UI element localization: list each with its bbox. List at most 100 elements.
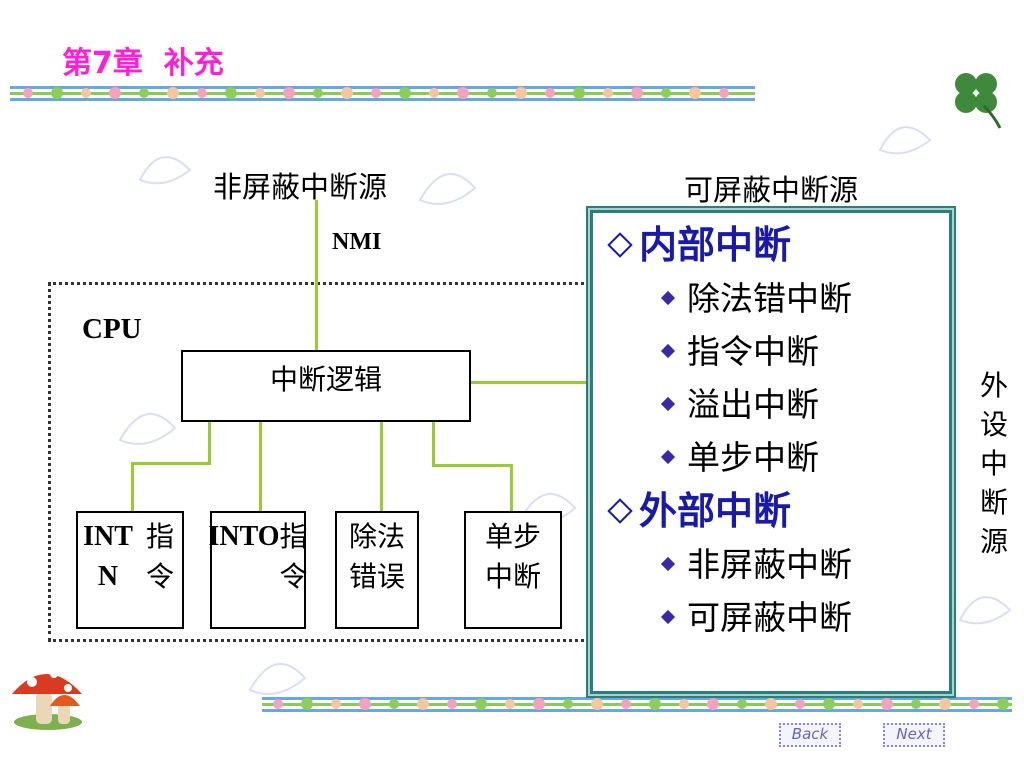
cpu-label: CPU — [82, 313, 142, 345]
ribbon-bead — [447, 699, 457, 709]
into-line1: INTO — [208, 521, 280, 552]
ribbon-bead — [591, 698, 603, 710]
ribbon-bead — [679, 699, 689, 709]
ribbon-bead — [881, 698, 893, 710]
nmi-label: NMI — [332, 229, 382, 255]
next-button[interactable]: Next — [883, 723, 945, 747]
ribbon-bead — [603, 88, 613, 98]
ribbon-bead — [765, 698, 777, 710]
single-step-line2: 中断 — [484, 560, 541, 593]
ribbon-bead — [823, 698, 835, 710]
ribbon-bead — [719, 88, 729, 98]
bullet-icon — [660, 396, 676, 412]
ribbon-bead — [429, 88, 439, 98]
connector-into — [259, 422, 262, 511]
ribbon-bead — [359, 698, 371, 710]
ribbon-bead — [649, 698, 661, 710]
external-interrupt-heading: 外部中断 — [603, 484, 945, 538]
connector-int-n-down — [131, 462, 134, 511]
divide-error-box: 除法 错误 — [335, 511, 419, 629]
ribbon-bead — [255, 88, 265, 98]
ribbon-bead — [487, 88, 497, 98]
int-n-line1: INT N — [83, 521, 133, 592]
internal-item: 指令中断 — [603, 325, 945, 378]
diamond-bullet-icon — [607, 498, 633, 524]
ribbon-bead — [795, 699, 805, 709]
ribbon-bead — [197, 88, 207, 98]
ribbon-bead — [997, 698, 1009, 710]
nonmaskable-source-label: 非屏蔽中断源 — [213, 170, 388, 204]
ribbon-bead — [563, 699, 573, 709]
into-instruction-box: INTO 指令 — [208, 511, 308, 629]
ribbon-bead — [689, 87, 701, 99]
ribbon-bead — [167, 87, 179, 99]
intr-line — [471, 381, 601, 384]
connector-single-step-up — [432, 422, 435, 466]
connector-int-n-horizontal — [131, 462, 211, 465]
into-line2: 指令 — [279, 520, 308, 593]
maskable-source-label: 可屏蔽中断源 — [684, 173, 859, 207]
connector-single-step-horizontal — [432, 464, 513, 467]
ribbon-bead — [661, 88, 671, 98]
peripheral-interrupt-source-label: 外 设 中 断 源 — [979, 369, 1008, 558]
connector-int-n-up — [208, 422, 211, 464]
external-item: 非屏蔽中断 — [603, 538, 945, 591]
connector-single-step-down — [510, 464, 513, 511]
ribbon-bead — [475, 698, 487, 710]
ribbon-bead — [23, 88, 33, 98]
nmi-line — [315, 200, 318, 350]
ribbon-bead — [853, 699, 863, 709]
ribbon-bead — [283, 87, 295, 99]
external-item: 可屏蔽中断 — [603, 591, 945, 644]
top-ribbon — [10, 86, 755, 101]
ribbon-bead — [707, 698, 719, 710]
bullet-icon — [660, 556, 676, 572]
divide-error-line2: 错误 — [348, 560, 405, 593]
internal-item: 除法错中断 — [603, 272, 945, 325]
ribbon-bead — [313, 88, 323, 98]
ribbon-beads — [23, 87, 729, 99]
single-step-box: 单步 中断 — [464, 511, 562, 629]
bullet-icon — [660, 449, 676, 465]
back-button[interactable]: Back — [779, 723, 841, 747]
ribbon-bead — [139, 88, 149, 98]
ribbon-bead — [939, 698, 951, 710]
bullet-icon — [660, 290, 676, 306]
bottom-ribbon — [262, 697, 1012, 712]
ribbon-beads — [273, 698, 1009, 710]
int-n-instruction-box: INT N 指令 — [76, 511, 184, 629]
ribbon-bead — [109, 87, 121, 99]
ribbon-bead — [301, 698, 313, 710]
ribbon-bead — [399, 87, 411, 99]
ribbon-bead — [341, 87, 353, 99]
ribbon-bead — [389, 699, 399, 709]
diamond-bullet-icon — [607, 232, 633, 258]
ribbon-bead — [911, 699, 921, 709]
single-step-line1: 单步 — [484, 520, 541, 553]
ribbon-bead — [969, 699, 979, 709]
ribbon-bead — [225, 87, 237, 99]
ribbon-bead — [371, 88, 381, 98]
ribbon-bead — [81, 88, 91, 98]
ribbon-bead — [621, 699, 631, 709]
connector-divide-error — [380, 422, 383, 511]
internal-item: 单步中断 — [603, 431, 945, 484]
ribbon-bead — [573, 87, 585, 99]
bullet-icon — [660, 343, 676, 359]
ribbon-bead — [331, 699, 341, 709]
ribbon-bead — [515, 87, 527, 99]
chapter-title: 第7章 补充 — [62, 46, 224, 81]
interrupt-logic-box: 中断逻辑 — [181, 350, 471, 422]
ribbon-bead — [273, 699, 283, 709]
mushroom-icon — [12, 670, 82, 730]
ribbon-bead — [417, 698, 429, 710]
ribbon-bead — [545, 88, 555, 98]
ribbon-bead — [737, 699, 747, 709]
divide-error-line1: 除法 — [348, 520, 405, 553]
internal-interrupt-heading: 内部中断 — [603, 218, 945, 272]
ribbon-bead — [505, 699, 515, 709]
ribbon-bead — [457, 87, 469, 99]
int-n-line2: 指令 — [146, 520, 175, 593]
ribbon-bead — [533, 698, 545, 710]
